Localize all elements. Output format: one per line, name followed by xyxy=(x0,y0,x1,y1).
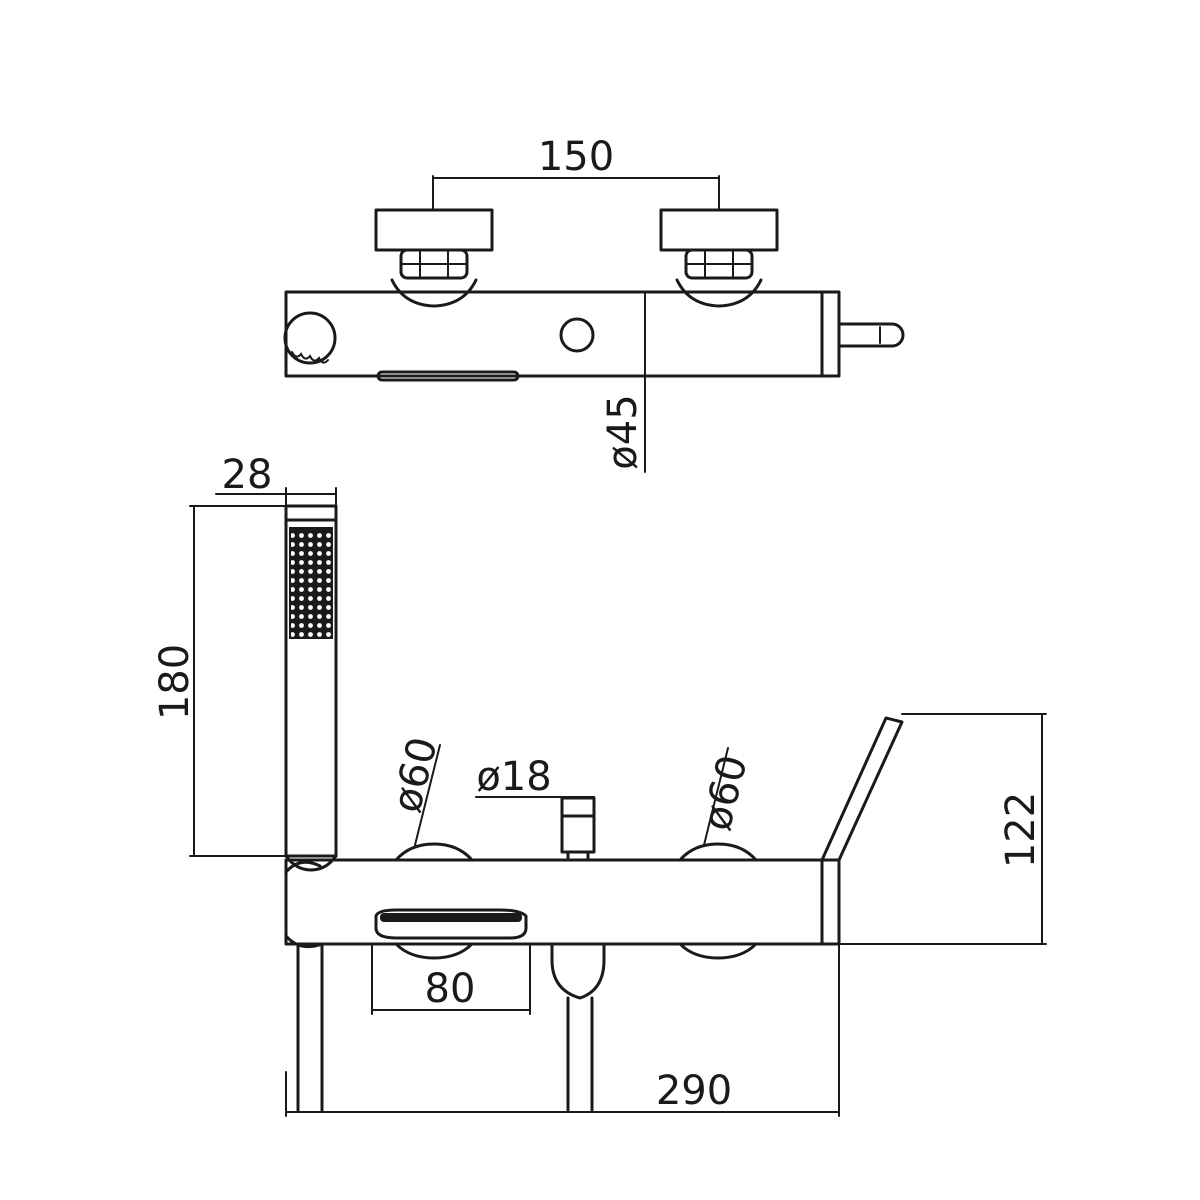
dim-left-diameter-60-label: ø60 xyxy=(384,733,447,817)
top-right-neck xyxy=(675,278,763,308)
dim-122: 122 xyxy=(838,713,1047,945)
front-right-handle-top xyxy=(678,842,758,862)
hose-connector xyxy=(550,942,606,1000)
top-knob-knurl xyxy=(291,351,329,364)
top-lever-plate xyxy=(820,290,841,378)
top-view: 150 ø45 xyxy=(283,134,905,473)
top-left-neck xyxy=(390,278,478,308)
shower-spray-face xyxy=(289,527,333,639)
hand-shower xyxy=(284,504,338,872)
top-body xyxy=(284,290,824,378)
top-right-nut xyxy=(684,248,754,280)
front-left-handle-top xyxy=(394,842,474,862)
top-spout-hole xyxy=(559,317,595,353)
top-left-handle-cap xyxy=(374,208,494,252)
dim-150-label: 150 xyxy=(538,134,614,180)
dim-80: 80 xyxy=(371,943,531,1015)
dim-180: 180 xyxy=(152,505,287,857)
front-spout xyxy=(560,796,596,862)
dim-left-diameter-60: ø60 xyxy=(384,733,447,846)
top-diverter-knob xyxy=(283,311,337,365)
dim-diameter-18: ø18 xyxy=(475,754,595,817)
dim-150: 150 xyxy=(432,134,720,211)
dim-diameter-45-label: ø45 xyxy=(600,394,646,469)
front-outlet xyxy=(374,908,528,940)
top-outlet-slot xyxy=(376,370,520,382)
front-right-handle-bottom xyxy=(678,942,758,960)
top-left-nut xyxy=(399,248,469,280)
dim-180-label: 180 xyxy=(152,644,198,720)
top-lever xyxy=(837,322,905,348)
dim-290-label: 290 xyxy=(656,1068,732,1114)
top-right-handle-cap xyxy=(659,208,779,252)
front-body xyxy=(284,858,824,946)
dim-right-diameter-60-label: ø60 xyxy=(694,751,757,835)
dim-28: 28 xyxy=(215,452,337,507)
dim-right-diameter-60: ø60 xyxy=(694,747,757,846)
front-left-handle-bottom xyxy=(394,942,474,960)
dim-diameter-45: ø45 xyxy=(600,291,646,473)
dim-28-label: 28 xyxy=(222,452,273,498)
dim-122-label: 122 xyxy=(998,792,1044,868)
front-lever xyxy=(820,716,904,862)
dim-diameter-18-label: ø18 xyxy=(476,754,551,800)
dim-80-label: 80 xyxy=(425,966,476,1012)
dim-290: 290 xyxy=(285,943,840,1117)
front-lever-plate xyxy=(820,858,841,946)
front-view: 28 180 ø60 ø18 ø60 xyxy=(152,452,1047,1117)
